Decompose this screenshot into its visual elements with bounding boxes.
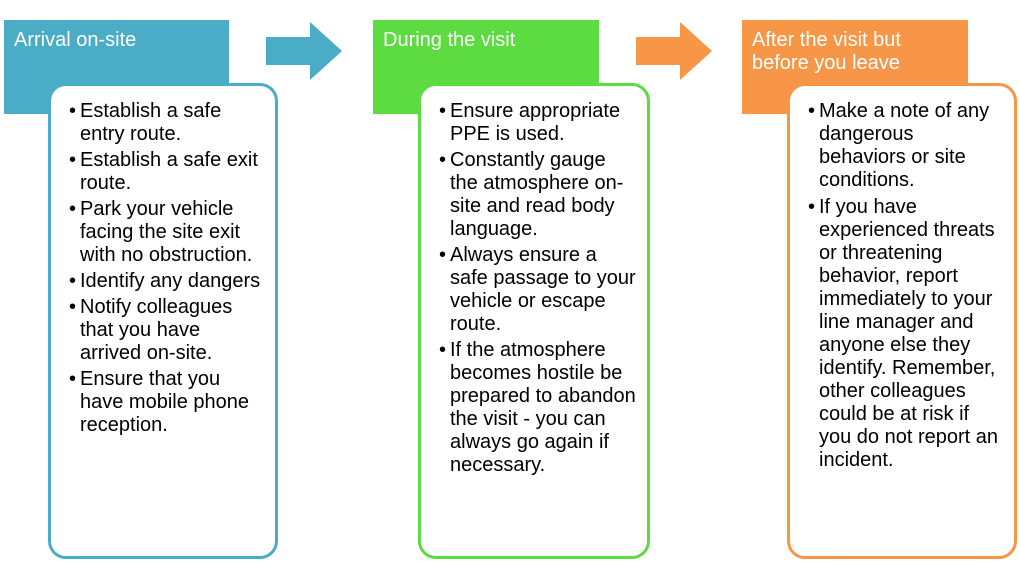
step-1-list: Establish a safe entry route. Establish …	[69, 100, 265, 437]
arrow-right-icon	[636, 22, 712, 80]
list-item: Make a note of any dangerous behaviors o…	[808, 100, 1004, 192]
list-item: Establish a safe exit route.	[69, 149, 265, 195]
list-item: Ensure appropriate PPE is used.	[439, 100, 637, 146]
arrow-right-icon	[266, 22, 342, 80]
list-item: Establish a safe entry route.	[69, 100, 265, 146]
list-item: If the atmosphere becomes hostile be pre…	[439, 339, 637, 477]
step-2-card: Ensure appropriate PPE is used. Constant…	[418, 83, 650, 559]
step-1-card: Establish a safe entry route. Establish …	[48, 83, 278, 559]
step-2-list: Ensure appropriate PPE is used. Constant…	[439, 100, 637, 477]
step-3-list: Make a note of any dangerous behaviors o…	[808, 100, 1004, 472]
list-item: Identify any dangers	[69, 270, 265, 293]
list-item: Constantly gauge the atmosphere on-site …	[439, 149, 637, 241]
step-3-card: Make a note of any dangerous behaviors o…	[787, 83, 1017, 559]
list-item: Ensure that you have mobile phone recept…	[69, 368, 265, 437]
list-item: Park your vehicle facing the site exit w…	[69, 198, 265, 267]
list-item: Notify colleagues that you have arrived …	[69, 296, 265, 365]
list-item: Always ensure a safe passage to your veh…	[439, 244, 637, 336]
list-item: If you have experienced threats or threa…	[808, 196, 1004, 472]
